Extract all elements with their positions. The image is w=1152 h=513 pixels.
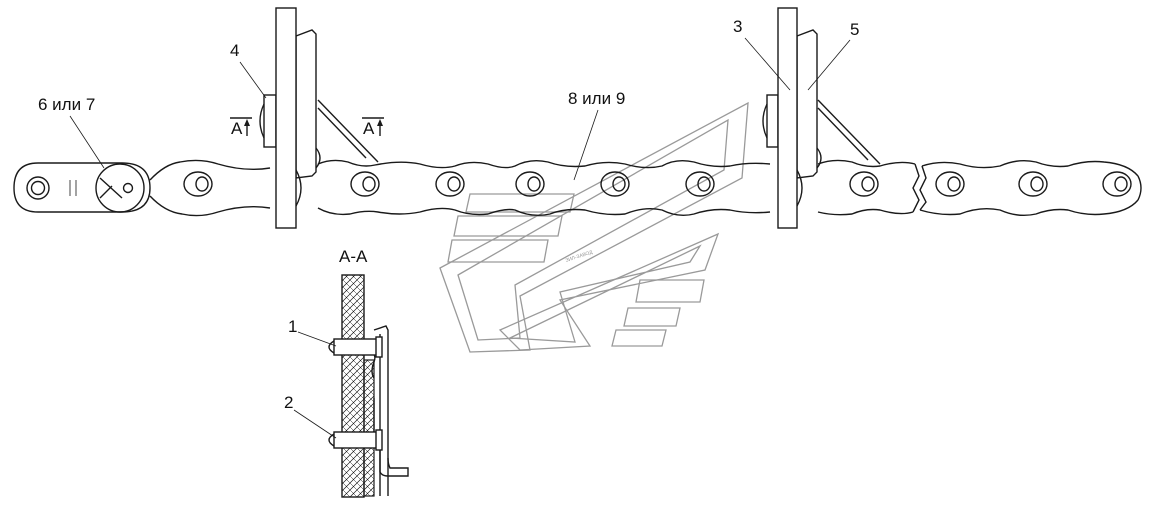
terminal-roller: [95, 163, 145, 213]
section-mark-left: A: [230, 117, 252, 138]
cotter-pin: [99, 177, 123, 199]
section-plate-hatched: [341, 274, 365, 498]
scraper-left-bolt-head: [263, 94, 277, 148]
section-arrow-left-icon: [244, 119, 250, 126]
callout-3-label: 3: [733, 17, 742, 36]
scraper-left-flap-rivet: [315, 147, 321, 169]
callout-5-label: 5: [850, 20, 859, 39]
chain-profile-top: [149, 159, 1139, 181]
chain-end-cap: [1137, 175, 1142, 201]
callout-3: 3: [733, 17, 791, 91]
terminal-hole-inner: [30, 180, 46, 196]
chain-break-2: [919, 165, 927, 211]
section-strip-hatched: [363, 359, 375, 497]
callout-4-label: 4: [230, 41, 239, 60]
scraper-right-bolt-head: [766, 94, 779, 148]
section-bolt-1: [333, 338, 379, 356]
conveyor-chain: [13, 159, 1142, 217]
terminal-hole: [26, 176, 50, 200]
scraper-left-flap: [295, 29, 317, 179]
scraper-right-plate: [777, 7, 798, 229]
scraper-right-flap-rivet: [816, 147, 822, 169]
callout-2-label: 2: [284, 393, 293, 412]
chain-break: [912, 163, 920, 213]
roller-pins: [183, 171, 1132, 197]
callout-6-or-7: 6 или 7: [38, 95, 105, 169]
scraper-right-brace-inner: [817, 107, 869, 161]
callout-1-label: 1: [288, 317, 297, 336]
callout-1: 1: [288, 317, 337, 347]
section-nut-1: [375, 336, 383, 358]
section-bolt-2: [333, 431, 379, 449]
callout-8-or-9: 8 или 9: [568, 89, 625, 181]
cotter-pin-eye: [122, 182, 134, 194]
section-bolt-2-head: [328, 433, 335, 447]
watermark-logo: ЗИЛ-ЗАВОД: [439, 101, 749, 353]
scraper-left-plate-bulge: [295, 169, 302, 207]
scraper-right-bolt-dome: [762, 103, 768, 139]
scraper-left-brace: [317, 99, 379, 163]
section-hook: [379, 450, 409, 477]
section-mark-right-label: A: [363, 119, 375, 138]
scraper-right-plate-bulge: [796, 169, 803, 207]
chain-profile-bottom: [149, 195, 1139, 217]
section-title: A-A: [339, 247, 368, 266]
scraper-left-brace-inner: [317, 107, 367, 159]
scraper-left-plate: [275, 7, 297, 229]
scraper-right-brace: [817, 99, 881, 165]
callout-4: 4: [230, 41, 267, 99]
section-mark-right: A: [362, 117, 384, 138]
svg-text:ЗИЛ-ЗАВОД: ЗИЛ-ЗАВОД: [565, 249, 594, 264]
callout-2: 2: [284, 393, 337, 439]
section-nut-2: [375, 429, 383, 451]
section-flap: [373, 325, 389, 496]
section-view-a-a: A-A: [328, 247, 409, 498]
callout-6-or-7-label: 6 или 7: [38, 95, 95, 114]
scraper-left: [259, 7, 379, 229]
section-arrow-right-icon: [377, 119, 383, 126]
section-mark-left-label: A: [231, 119, 243, 138]
terminal-centerline: [69, 180, 77, 196]
scraper-right: [762, 7, 881, 229]
callout-8-or-9-label: 8 или 9: [568, 89, 625, 108]
terminal-link: [13, 162, 151, 213]
scraper-left-bolt-dome: [259, 103, 265, 139]
section-bolt-1-head: [328, 340, 335, 354]
scraper-right-flap: [796, 29, 818, 179]
callout-5: 5: [807, 20, 859, 91]
